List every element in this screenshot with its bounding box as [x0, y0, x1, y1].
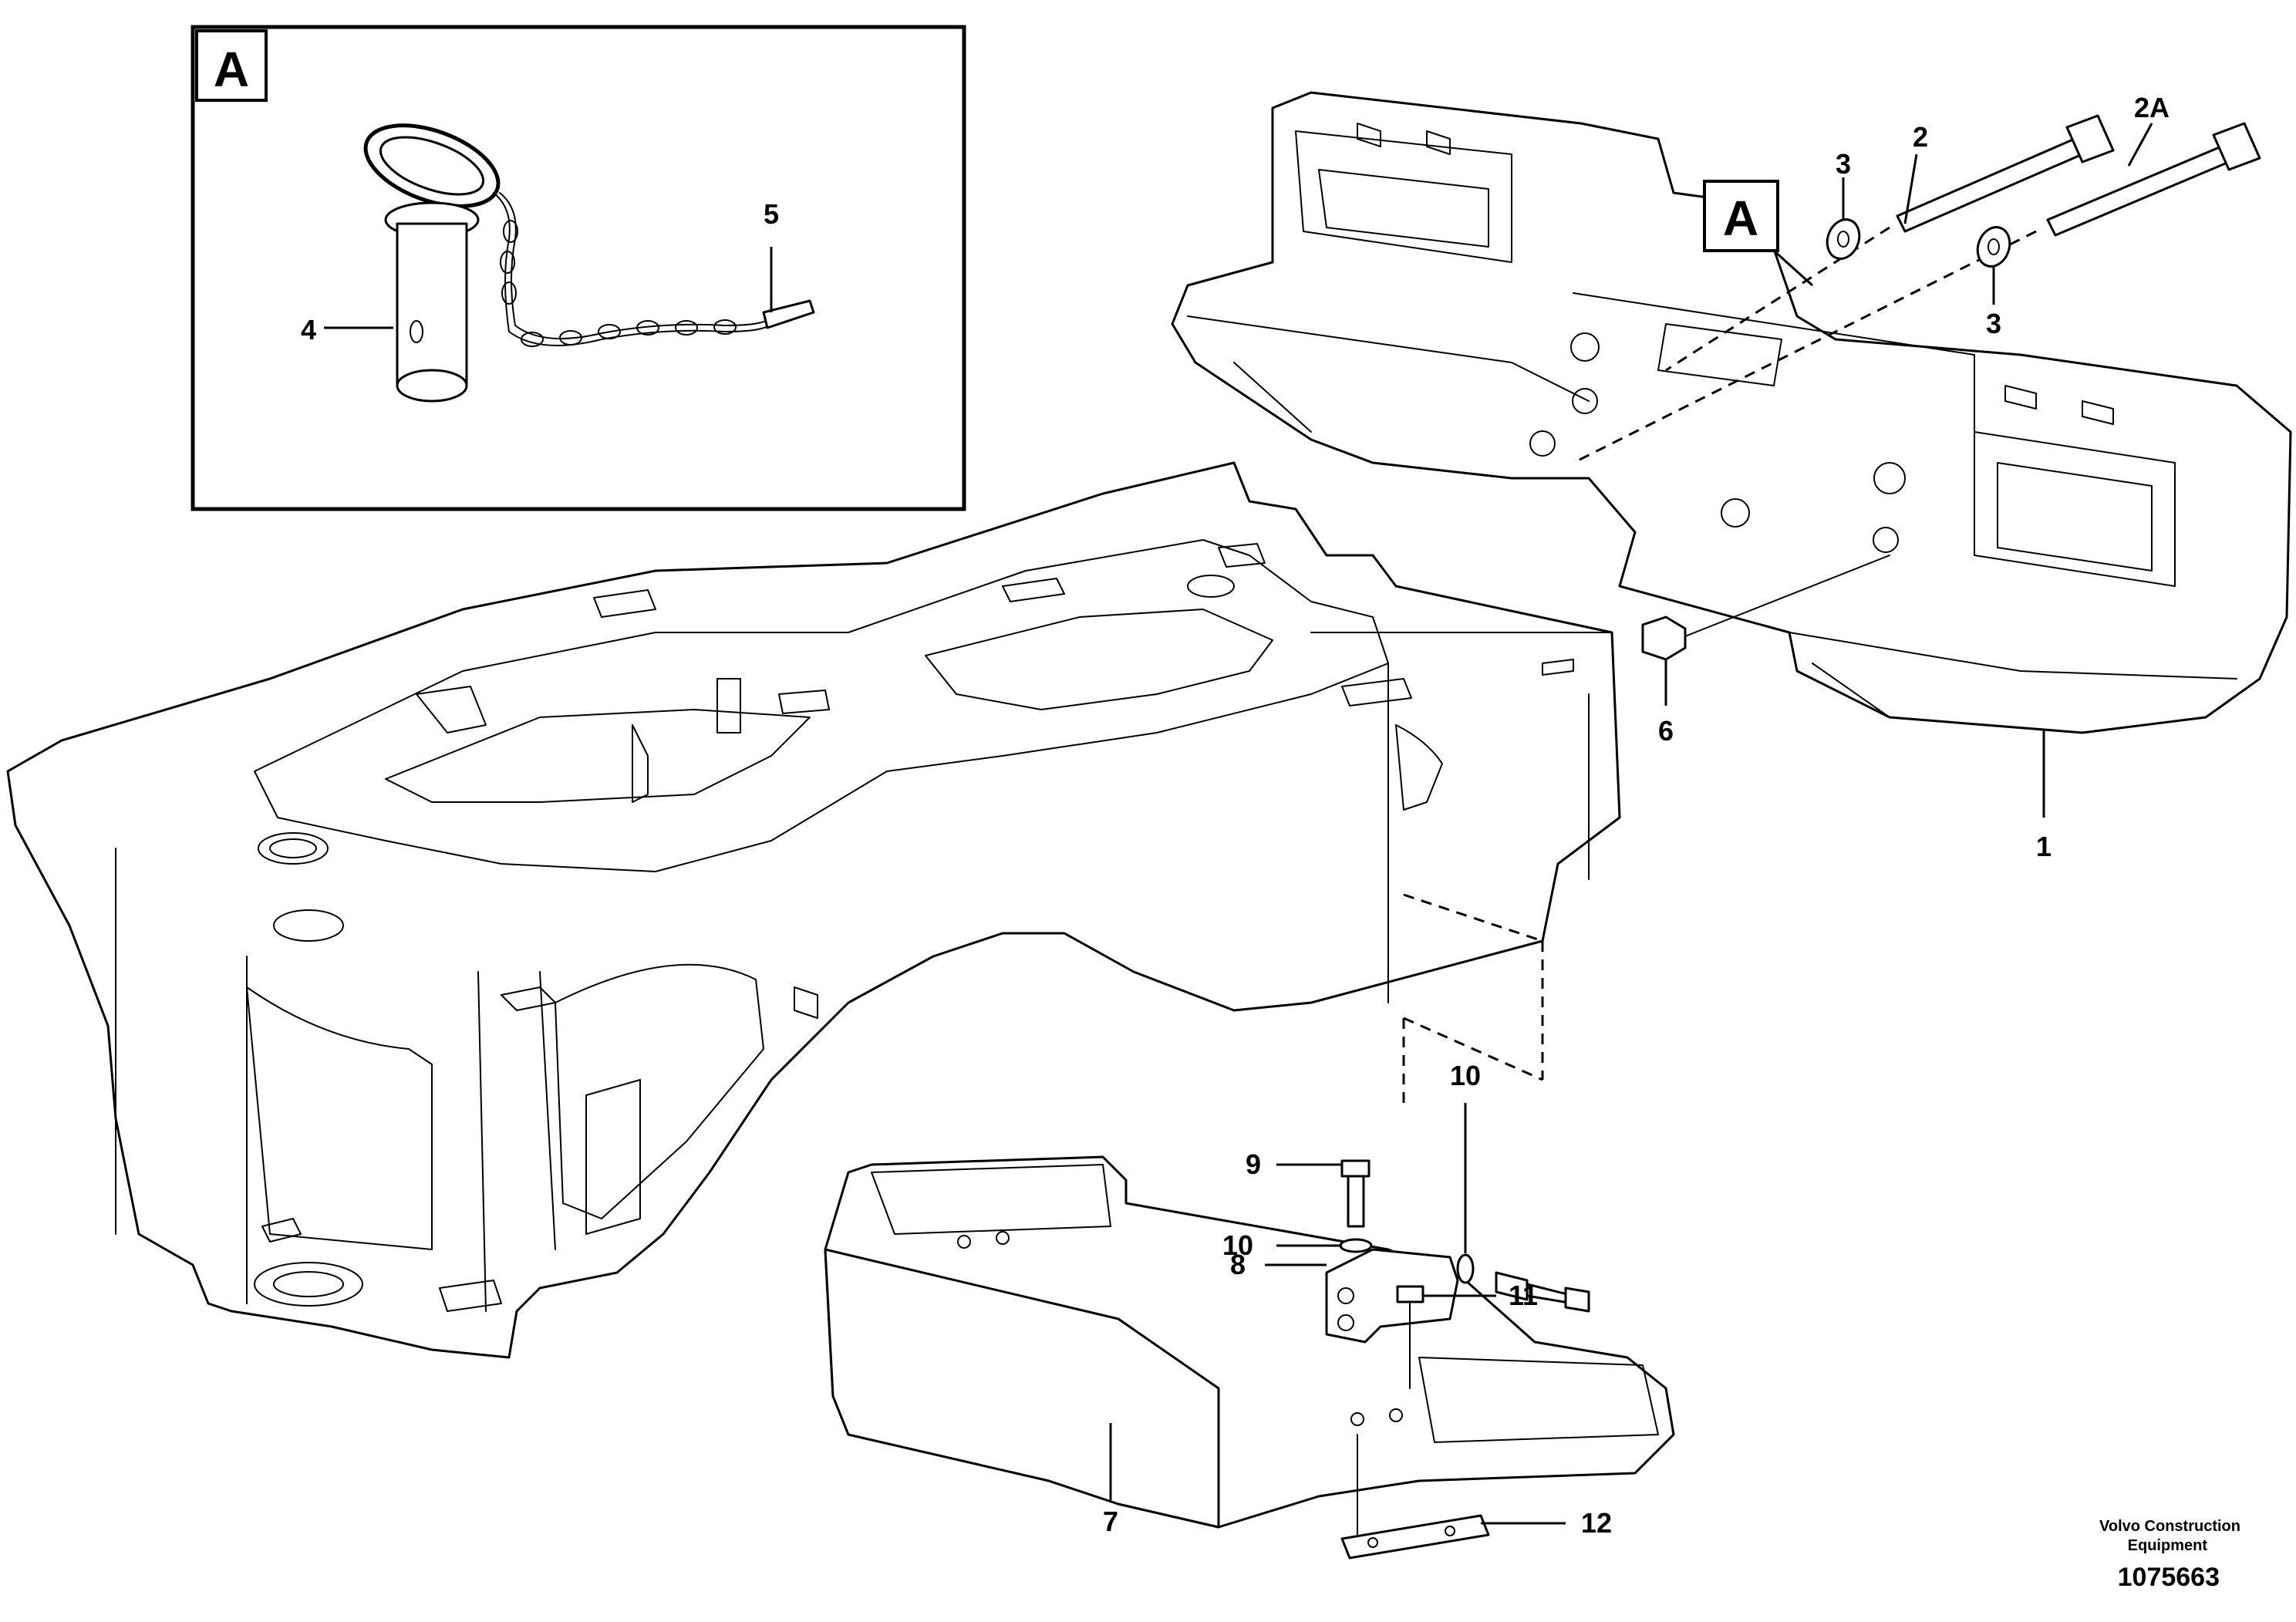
callout-leaders — [1109, 123, 2153, 1525]
side-bolt — [1495, 1271, 1590, 1313]
lock-pin — [363, 123, 501, 403]
bolt-2a — [1573, 122, 2261, 464]
detail-box-a: A — [190, 25, 966, 511]
plug-6 — [1641, 555, 1890, 661]
washer-10-left — [1339, 1238, 1373, 1253]
callout-1: 1 — [2036, 831, 2052, 862]
callout-2: 2 — [1913, 121, 1928, 153]
nut-11 — [1396, 1285, 1424, 1389]
callout-3-lower: 3 — [1986, 308, 2001, 339]
washer-10-right — [1456, 1253, 1475, 1284]
callout-10-left: 10 — [1222, 1229, 1253, 1261]
company-line-1: Volvo Construction — [2099, 1518, 2240, 1535]
callout-12: 12 — [1581, 1507, 1612, 1539]
callout-8: 8 — [1230, 1249, 1246, 1280]
bolt-9 — [1340, 1159, 1371, 1228]
rear-frame — [6, 461, 1621, 1359]
drawing-number: 1075663 — [2118, 1563, 2220, 1592]
washer-3-upper — [1826, 218, 1861, 260]
chain-clip — [493, 192, 815, 347]
company-line-2: Equipment — [2128, 1537, 2208, 1554]
step-plate — [824, 1155, 1675, 1536]
callout-2a: 2A — [2134, 92, 2170, 123]
dash-link-3 — [1403, 1017, 1543, 1081]
callout-6: 6 — [1658, 715, 1674, 747]
callout-9: 9 — [1246, 1148, 1261, 1180]
detail-box-label: A — [214, 42, 249, 97]
callout-11: 11 — [1509, 1280, 1538, 1311]
detail-marker-label: A — [1723, 191, 1758, 246]
dash-link-1 — [1403, 893, 1543, 943]
bracket-8 — [1325, 1248, 1459, 1344]
chain-links — [500, 220, 737, 347]
callout-10-right: 10 — [1450, 1060, 1481, 1091]
plate-12 — [1340, 1514, 1490, 1560]
callout-5: 5 — [764, 198, 779, 230]
footer: Volvo Construction Equipment 1075663 — [2099, 1518, 2240, 1592]
callout-7: 7 — [1103, 1506, 1118, 1537]
washer-3-lower — [1976, 226, 2011, 268]
callout-4: 4 — [301, 314, 316, 346]
callout-3-upper: 3 — [1836, 148, 1851, 180]
